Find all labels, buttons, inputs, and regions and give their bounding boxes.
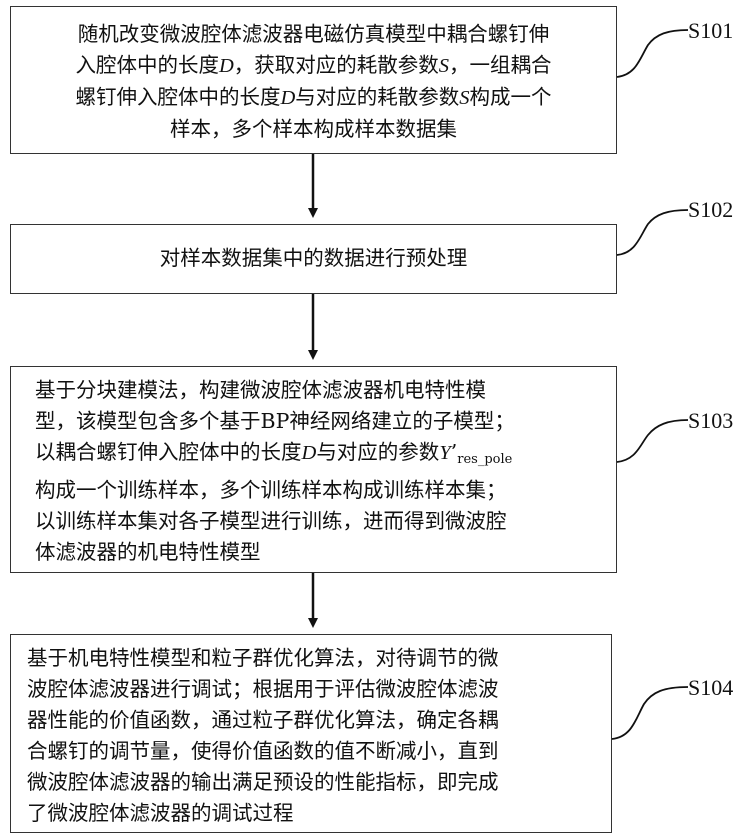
s103-line-6: 体滤波器的机电特性模型 (35, 537, 616, 568)
s103-line-4: 构成一个训练样本，多个训练样本构成训练样本集； (35, 475, 616, 506)
step-box-s103: 基于分块建模法，构建微波腔体滤波器机电特性模 型，该模型包含多个基于BP神经网络… (10, 366, 617, 573)
leader-s102 (617, 210, 688, 255)
step-label-s101: S101 (688, 18, 733, 44)
s104-line-6: 了微波腔体滤波器的调试过程 (27, 798, 611, 829)
leader-s101 (617, 30, 688, 77)
leader-s104 (612, 687, 688, 739)
s101-line-2: 入腔体中的长度D，获取对应的耗散参数S，一组耦合 (11, 50, 616, 82)
s101-line-4: 样本，多个样本构成样本数据集 (11, 114, 616, 145)
s104-line-4: 合螺钉的调节量，使得价值函数的值不断减小，直到 (27, 736, 611, 767)
step-label-s104: S104 (688, 675, 733, 701)
s101-line-3: 螺钉伸入腔体中的长度D与对应的耗散参数S构成一个 (11, 82, 616, 114)
step-label-s103: S103 (688, 408, 733, 434)
leader-s103 (617, 420, 688, 462)
s104-line-3: 器性能的价值函数，通过粒子群优化算法，确定各耦 (27, 705, 611, 736)
s104-line-1: 基于机电特性模型和粒子群优化算法，对待调节的微 (27, 643, 611, 674)
s101-line-1: 随机改变微波腔体滤波器电磁仿真模型中耦合螺钉伸 (11, 19, 616, 50)
step-box-s104: 基于机电特性模型和粒子群优化算法，对待调节的微 波腔体滤波器进行调试；根据用于评… (10, 634, 612, 833)
s103-line-3: 以耦合螺钉伸入腔体中的长度D与对应的参数Y’res_pole (35, 437, 616, 475)
s104-line-5: 微波腔体滤波器的输出满足预设的性能指标，即完成 (27, 767, 611, 798)
s103-line-5: 以训练样本集对各子模型进行训练，进而得到微波腔 (35, 506, 616, 537)
step-label-s102: S102 (688, 197, 733, 223)
step-box-s101: 随机改变微波腔体滤波器电磁仿真模型中耦合螺钉伸 入腔体中的长度D，获取对应的耗散… (10, 6, 617, 154)
s103-line-1: 基于分块建模法，构建微波腔体滤波器机电特性模 (35, 375, 616, 406)
s103-line-2: 型，该模型包含多个基于BP神经网络建立的子模型； (35, 406, 616, 437)
s104-line-2: 波腔体滤波器进行调试；根据用于评估微波腔体滤波 (27, 674, 611, 705)
s102-line-1: 对样本数据集中的数据进行预处理 (11, 243, 616, 274)
step-box-s102: 对样本数据集中的数据进行预处理 (10, 224, 617, 294)
